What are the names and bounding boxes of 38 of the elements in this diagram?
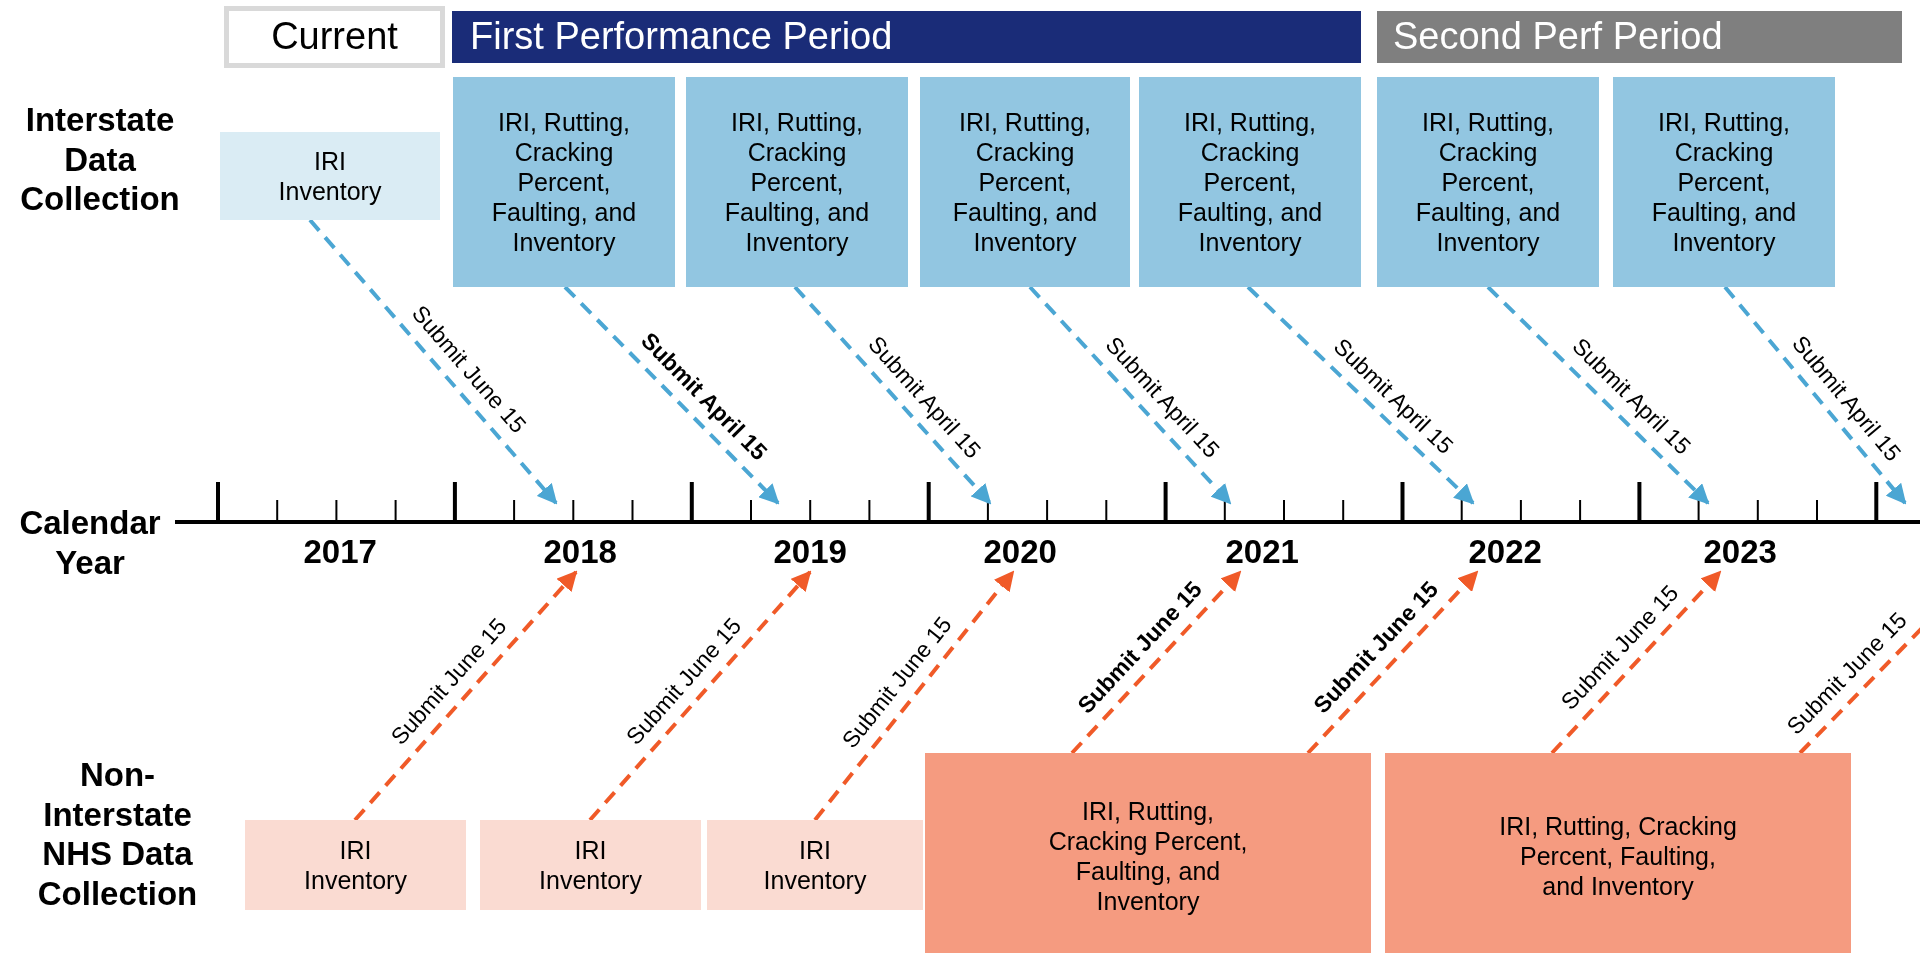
data-box: IRI Inventory: [707, 820, 923, 910]
arrow: [1486, 285, 1710, 505]
data-box: IRI, Rutting, Cracking Percent, Faulting, and Inventory: [1385, 753, 1851, 953]
data-box: IRI, Rutting, Cracking Percent, Faulting, and Inventory: [686, 77, 908, 287]
period-banner: Second Perf Period: [1377, 11, 1902, 63]
year-label: 2021: [1225, 503, 1299, 572]
data-box: IRI Inventory: [220, 132, 440, 220]
arrow: [1246, 285, 1475, 505]
arrow: [813, 570, 1015, 822]
arrow: [793, 285, 992, 505]
period-banner: First Performance Period: [452, 11, 1361, 63]
data-box: IRI Inventory: [480, 820, 701, 910]
arrow: [1723, 285, 1907, 505]
year-label: 2020: [983, 503, 1057, 572]
arrow: [1550, 570, 1722, 755]
arrow: [588, 570, 812, 822]
row-header: Interstate Data Collection: [19, 100, 181, 219]
year-label: 2022: [1468, 503, 1542, 572]
data-box: IRI, Rutting, Cracking Percent, Faulting, and Inventory: [1139, 77, 1361, 287]
data-box: IRI, Rutting, Cracking Percent, Faulting, and Inventory: [1377, 77, 1599, 287]
row-header: Non-Interstate NHS Data Collection: [36, 755, 199, 914]
arrow: [563, 285, 780, 505]
data-box: IRI, Rutting, Cracking Percent, Faulting, and Inventory: [1613, 77, 1835, 287]
year-label: 2018: [543, 503, 617, 572]
period-banner: Current: [224, 6, 445, 68]
year-label: 2019: [773, 503, 847, 572]
arrow: [1306, 570, 1479, 755]
row-header: Calendar Year: [18, 503, 162, 583]
arrow: [353, 570, 578, 822]
year-label: 2023: [1703, 503, 1777, 572]
data-box: IRI, Rutting, Cracking Percent, Faulting, and Inventory: [925, 753, 1371, 953]
data-box: IRI, Rutting, Cracking Percent, Faulting, and Inventory: [453, 77, 675, 287]
arrow: [1028, 285, 1232, 505]
year-label: 2017: [303, 503, 377, 572]
data-box: IRI Inventory: [245, 820, 466, 910]
data-box: IRI, Rutting, Cracking Percent, Faulting, and Inventory: [920, 77, 1130, 287]
arrow: [308, 218, 558, 505]
arrow: [1070, 570, 1242, 755]
